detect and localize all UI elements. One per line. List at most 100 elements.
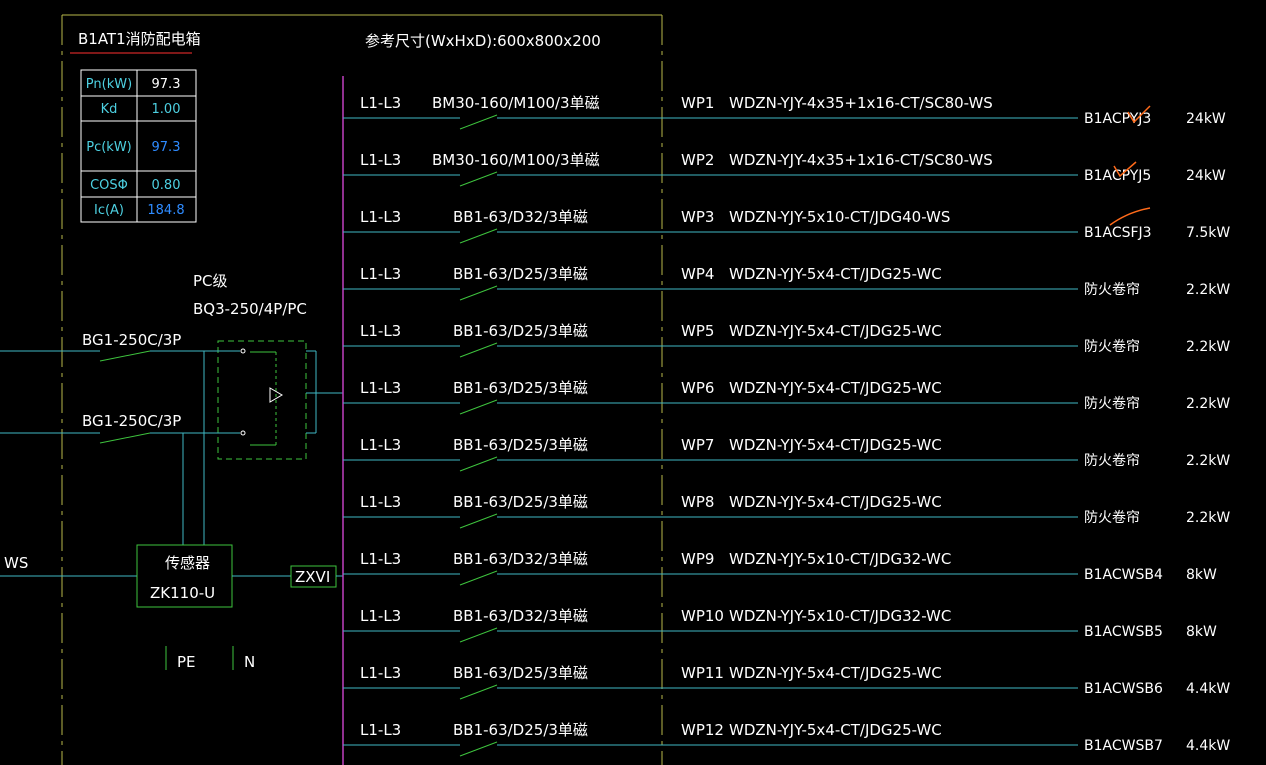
circuit-9-cable: WDZN-YJY-5x10-CT/JDG32-WC: [729, 550, 951, 568]
circuit-6-phase: L1-L3: [360, 379, 401, 397]
circuit-10-cable: WDZN-YJY-5x10-CT/JDG32-WC: [729, 607, 951, 625]
param-value-ic: 184.8: [147, 203, 184, 218]
circuit-5-breaker-switch: [459, 342, 498, 358]
circuit-4-breaker: BB1-63/D25/3单磁: [453, 265, 588, 283]
circuit-6-breaker: BB1-63/D25/3单磁: [453, 379, 588, 397]
circuit-6-cable: WDZN-YJY-5x4-CT/JDG25-WC: [729, 379, 942, 397]
circuit-7-destination: 防火卷帘: [1084, 453, 1140, 469]
param-label-ic: Ic(A): [94, 203, 124, 218]
circuit-7-cable: WDZN-YJY-5x4-CT/JDG25-WC: [729, 436, 942, 454]
circuit-4-destination: 防火卷帘: [1084, 282, 1140, 298]
circuit-3-breaker-switch: [459, 228, 498, 244]
circuit-4-phase: L1-L3: [360, 265, 401, 283]
circuit-11-breaker: BB1-63/D25/3单磁: [453, 664, 588, 682]
circuit-2-wp: WP2: [681, 151, 714, 169]
circuit-6-power: 2.2kW: [1186, 396, 1230, 412]
circuit-12-phase: L1-L3: [360, 721, 401, 739]
ats-switch-box: [217, 340, 307, 460]
circuit-2-breaker: BM30-160/M100/3单磁: [432, 151, 600, 169]
circuit-4-power: 2.2kW: [1186, 282, 1230, 298]
circuit-4-wp: WP4: [681, 265, 714, 283]
circuit-2-phase: L1-L3: [360, 151, 401, 169]
circuit-11-breaker-switch: [459, 684, 498, 700]
pe-label: PE: [177, 653, 196, 671]
zxvi-label: ZXVI: [295, 568, 330, 586]
circuit-6-destination: 防火卷帘: [1084, 396, 1140, 412]
circuit-12-breaker-switch: [459, 741, 498, 757]
pc-model-label: BQ3-250/4P/PC: [193, 300, 307, 318]
circuit-9-wp: WP9: [681, 550, 714, 568]
circuit-5-destination: 防火卷帘: [1084, 339, 1140, 355]
circuit-7-wp: WP7: [681, 436, 714, 454]
circuit-12-cable: WDZN-YJY-5x4-CT/JDG25-WC: [729, 721, 942, 739]
circuit-3-cable: WDZN-YJY-5x10-CT/JDG40-WS: [729, 208, 950, 226]
panel-title: B1AT1消防配电箱: [78, 30, 201, 48]
circuit-8-wp: WP8: [681, 493, 714, 511]
inlet-breaker-1: BG1-250C/3P: [82, 331, 181, 349]
param-value-kd: 1.00: [152, 102, 181, 117]
circuit-10-phase: L1-L3: [360, 607, 401, 625]
circuit-5-power: 2.2kW: [1186, 339, 1230, 355]
circuit-1-destination: B1ACPYJ3: [1084, 111, 1151, 127]
check-mark-3: [1109, 207, 1151, 226]
param-value-cos: 0.80: [152, 178, 181, 193]
parameter-table: Pn(kW) 97.3 Kd 1.00 Pc(kW) 97.3 COSΦ 0.8…: [80, 69, 197, 223]
circuit-12-breaker: BB1-63/D25/3单磁: [453, 721, 588, 739]
circuit-1-power: 24kW: [1186, 111, 1226, 127]
circuit-4-cable: WDZN-YJY-5x4-CT/JDG25-WC: [729, 265, 942, 283]
param-label-pn: Pn(kW): [86, 77, 132, 92]
param-value-pc: 97.3: [152, 140, 181, 155]
circuit-11-phase: L1-L3: [360, 664, 401, 682]
circuit-2-cable: WDZN-YJY-4x35+1x16-CT/SC80-WS: [729, 151, 993, 169]
circuit-3-power: 7.5kW: [1186, 225, 1230, 241]
circuit-10-breaker: BB1-63/D32/3单磁: [453, 607, 588, 625]
circuit-11-destination: B1ACWSB6: [1084, 681, 1163, 697]
circuit-5-cable: WDZN-YJY-5x4-CT/JDG25-WC: [729, 322, 942, 340]
param-label-cos: COSΦ: [90, 178, 128, 193]
param-label-pc: Pc(kW): [86, 140, 132, 155]
sensor-label: 传感器: [165, 554, 210, 572]
ws-label: WS: [4, 554, 28, 572]
circuit-9-phase: L1-L3: [360, 550, 401, 568]
check-mark-1: [1127, 105, 1151, 124]
circuit-6-wp: WP6: [681, 379, 714, 397]
circuit-11-cable: WDZN-YJY-5x4-CT/JDG25-WC: [729, 664, 942, 682]
size-reference: 参考尺寸(WxHxD):600x800x200: [365, 32, 601, 50]
circuit-3-phase: L1-L3: [360, 208, 401, 226]
circuit-2-power: 24kW: [1186, 168, 1226, 184]
circuit-7-phase: L1-L3: [360, 436, 401, 454]
circuit-4-breaker-switch: [459, 285, 498, 301]
circuit-7-power: 2.2kW: [1186, 453, 1230, 469]
circuit-5-breaker: BB1-63/D25/3单磁: [453, 322, 588, 340]
circuit-12-power: 4.4kW: [1186, 738, 1230, 754]
circuit-9-breaker: BB1-63/D32/3单磁: [453, 550, 588, 568]
circuit-2-breaker-switch: [459, 171, 498, 187]
circuit-5-phase: L1-L3: [360, 322, 401, 340]
n-label: N: [244, 653, 255, 671]
circuit-1-cable: WDZN-YJY-4x35+1x16-CT/SC80-WS: [729, 94, 993, 112]
circuit-10-wp: WP10: [681, 607, 724, 625]
circuit-5-wp: WP5: [681, 322, 714, 340]
circuit-11-power: 4.4kW: [1186, 681, 1230, 697]
param-label-kd: Kd: [101, 102, 118, 117]
circuit-12-wp: WP12: [681, 721, 724, 739]
circuit-10-power: 8kW: [1186, 624, 1217, 640]
circuit-6-breaker-switch: [459, 399, 498, 415]
pc-class-label: PC级: [193, 272, 228, 290]
circuit-7-breaker-switch: [459, 456, 498, 472]
circuit-1-wp: WP1: [681, 94, 714, 112]
circuit-1-phase: L1-L3: [360, 94, 401, 112]
param-value-pn: 97.3: [152, 77, 181, 92]
circuit-8-breaker-switch: [459, 513, 498, 529]
circuit-9-breaker-switch: [459, 570, 498, 586]
circuit-3-wp: WP3: [681, 208, 714, 226]
circuit-8-destination: 防火卷帘: [1084, 510, 1140, 526]
circuit-2-destination: B1ACPYJ5: [1084, 168, 1151, 184]
circuit-9-power: 8kW: [1186, 567, 1217, 583]
circuit-8-phase: L1-L3: [360, 493, 401, 511]
circuit-8-breaker: BB1-63/D25/3单磁: [453, 493, 588, 511]
ats-arrow-icon: [269, 387, 283, 403]
circuit-12-destination: B1ACWSB7: [1084, 738, 1163, 754]
